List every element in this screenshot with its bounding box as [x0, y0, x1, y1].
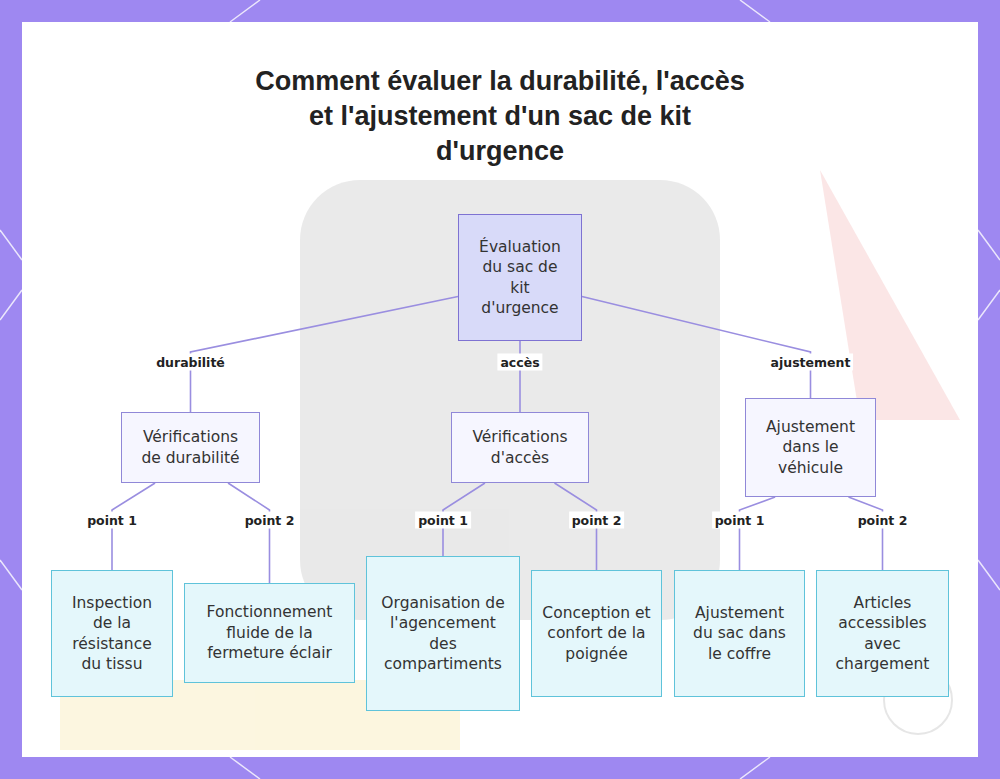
edge-label: point 1: [712, 512, 768, 529]
check-box: Fonctionnement fluide de la fermeture éc…: [184, 583, 355, 683]
node-text: Inspection de la résistance du tissu: [62, 593, 162, 675]
blurred-bag: [300, 180, 720, 620]
edge-label: ajustement: [768, 354, 854, 371]
root-box: Évaluation du sac de kit d'urgence: [458, 214, 582, 341]
edge-label: point 2: [569, 512, 625, 529]
node-text: Ajustement dans le véhicule: [758, 417, 863, 479]
blurred-backdrop: [60, 170, 960, 750]
check-box: Conception et confort de la poignée: [531, 570, 662, 697]
category-box: Vérifications de durabilité: [121, 412, 260, 483]
white-panel: [22, 22, 978, 757]
check-box: Ajustement du sac dans le coffre: [674, 570, 805, 697]
node-text: Vérifications d'accès: [464, 427, 576, 468]
edge-label: durabilité: [153, 354, 228, 371]
check-box: Organisation de l'agencement des compart…: [366, 556, 520, 711]
check-box: Articles accessibles avec chargement: [816, 570, 949, 697]
edge-label: accès: [497, 354, 542, 371]
connector-line: [519, 341, 521, 412]
connector-line: [228, 483, 269, 583]
connector-line: [740, 497, 776, 570]
connector-line: [848, 497, 882, 570]
node-text: Vérifications de durabilité: [134, 427, 247, 468]
node-text: Organisation de l'agencement des compart…: [377, 593, 509, 675]
edge-label: point 2: [855, 512, 911, 529]
check-box: Inspection de la résistance du tissu: [51, 570, 173, 697]
node-text: Articles accessibles avec chargement: [827, 593, 938, 675]
node-text: Fonctionnement fluide de la fermeture éc…: [195, 602, 344, 664]
connector-line: [582, 297, 811, 398]
category-box: Vérifications d'accès: [451, 412, 589, 483]
edge-label: point 1: [415, 512, 471, 529]
blurred-triangle: [820, 170, 960, 420]
node-text: Évaluation du sac de kit d'urgence: [473, 237, 567, 319]
connector-line: [191, 297, 459, 412]
node-text: Ajustement du sac dans le coffre: [685, 603, 794, 665]
edge-label: point 2: [242, 512, 298, 529]
diagram-title: Comment évaluer la durabilité, l'accès e…: [250, 64, 750, 169]
category-box: Ajustement dans le véhicule: [745, 398, 876, 497]
node-text: Conception et confort de la poignée: [542, 603, 651, 665]
edge-label: point 1: [84, 512, 140, 529]
